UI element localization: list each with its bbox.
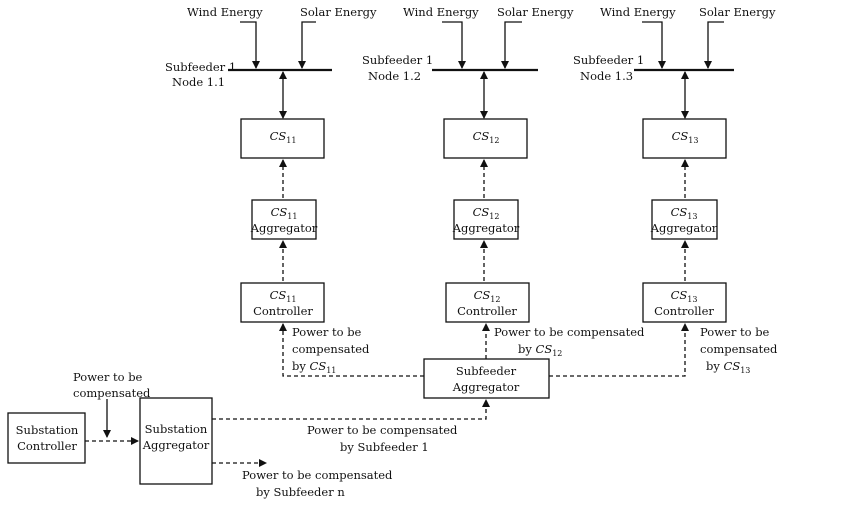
node-label-3: Node 1.3 (580, 69, 633, 83)
column-1: Wind Energy Solar Energy Subfeeder 1 Nod… (165, 5, 377, 375)
cs-controller-label-2: Controller (457, 304, 517, 318)
substation-aggregator-label-line-1: Substation (145, 422, 208, 436)
subfeeder-label-2: Subfeeder 1 (362, 53, 433, 67)
subfeeder-aggregator-box (423, 358, 550, 399)
wind-input-arrow-1 (240, 21, 260, 69)
solar-energy-label-1: Solar Energy (300, 5, 377, 19)
power-label-2-line-2: by CS12 (518, 342, 562, 358)
power-subfeedern-label-line-1: Power to be compensated (242, 468, 393, 482)
substation-aggregator-box (139, 397, 213, 485)
node-label-1: Node 1.1 (172, 75, 225, 89)
subfeeder-label-3: Subfeeder 1 (573, 53, 644, 67)
subfeeder-aggregator-label-line-1: Subfeeder (456, 364, 517, 378)
solar-input-arrow-1 (298, 21, 316, 69)
cs-controller-box-1 (240, 282, 325, 323)
cs-aggregator-box-2 (453, 199, 519, 240)
wind-energy-label-3: Wind Energy (600, 5, 676, 19)
subfeeder-to-controller-3 (549, 323, 689, 377)
cs-aggregator-title-3: CS13 (671, 205, 698, 221)
subfeeder-aggregator-label-line-2: Aggregator (452, 380, 520, 394)
cs-aggregator-label-2: Aggregator (452, 221, 520, 235)
power-input-label-line-2: compensated (73, 386, 151, 400)
power-label-1-line-2: compensated (292, 342, 370, 356)
cs-controller-label-3: Controller (654, 304, 714, 318)
substation-controller-label-line-2: Controller (17, 439, 77, 453)
column-3: Wind Energy Solar Energy Subfeeder 1 Nod… (573, 5, 778, 375)
substation-aggregator-label-line-2: Aggregator (142, 438, 210, 452)
cs-aggregator-box-3 (651, 199, 718, 240)
cs-controller-label-1: Controller (253, 304, 313, 318)
subfeeder-to-controller-1 (279, 323, 424, 377)
cs-aggregator-title-2: CS12 (473, 205, 500, 221)
power-label-1-line-1: Power to be (292, 325, 362, 339)
power-label-1-line-3: by CS11 (292, 359, 336, 375)
solar-energy-label-2: Solar Energy (497, 5, 574, 19)
power-label-2-line-1: Power to be compensated (494, 325, 645, 339)
cs-aggregator-box-1 (251, 199, 317, 240)
cs-box-1 (240, 118, 325, 159)
substation-controller-label-line-1: Substation (16, 423, 79, 437)
power-subfeeder1-label-line-2: by Subfeeder 1 (340, 440, 429, 454)
substation-controller-box (7, 412, 86, 464)
cs-controller-title-3: CS13 (671, 288, 698, 304)
solar-input-arrow-3 (704, 21, 724, 69)
cs-controller-box-2 (445, 282, 530, 323)
cs-controller-title-2: CS12 (474, 288, 501, 304)
power-subfeeder1-label-line-1: Power to be compensated (307, 423, 458, 437)
wind-input-arrow-3 (642, 21, 666, 69)
cs-box-2 (443, 118, 528, 159)
cs-controller-box-3 (642, 282, 727, 323)
cs-label-2: CS12 (473, 129, 500, 145)
substation-to-subfeeder-arrow (212, 399, 490, 420)
solar-energy-label-3: Solar Energy (699, 5, 776, 19)
cs-label-1: CS11 (270, 129, 297, 145)
column-2: Wind Energy Solar Energy Subfeeder 1 Nod… (362, 5, 645, 358)
cs-controller-title-1: CS11 (270, 288, 297, 304)
wind-input-arrow-2 (442, 21, 466, 69)
cs-aggregator-label-1: Aggregator (250, 221, 318, 235)
wind-energy-label-2: Wind Energy (403, 5, 479, 19)
cs-aggregator-title-1: CS11 (271, 205, 298, 221)
power-subfeedern-label-line-2: by Subfeeder n (256, 485, 345, 499)
power-input-label-line-1: Power to be (73, 370, 143, 384)
power-label-3-line-1: Power to be (700, 325, 770, 339)
node-label-2: Node 1.2 (368, 69, 421, 83)
cs-box-3 (642, 118, 727, 159)
cs-aggregator-label-3: Aggregator (650, 221, 718, 235)
subfeeder-label-1: Subfeeder 1 (165, 60, 236, 74)
power-label-3-line-3: by CS13 (706, 359, 750, 375)
cs-label-3: CS13 (672, 129, 699, 145)
wind-energy-label-1: Wind Energy (187, 5, 263, 19)
solar-input-arrow-2 (501, 21, 522, 69)
power-label-3-line-2: compensated (700, 342, 778, 356)
